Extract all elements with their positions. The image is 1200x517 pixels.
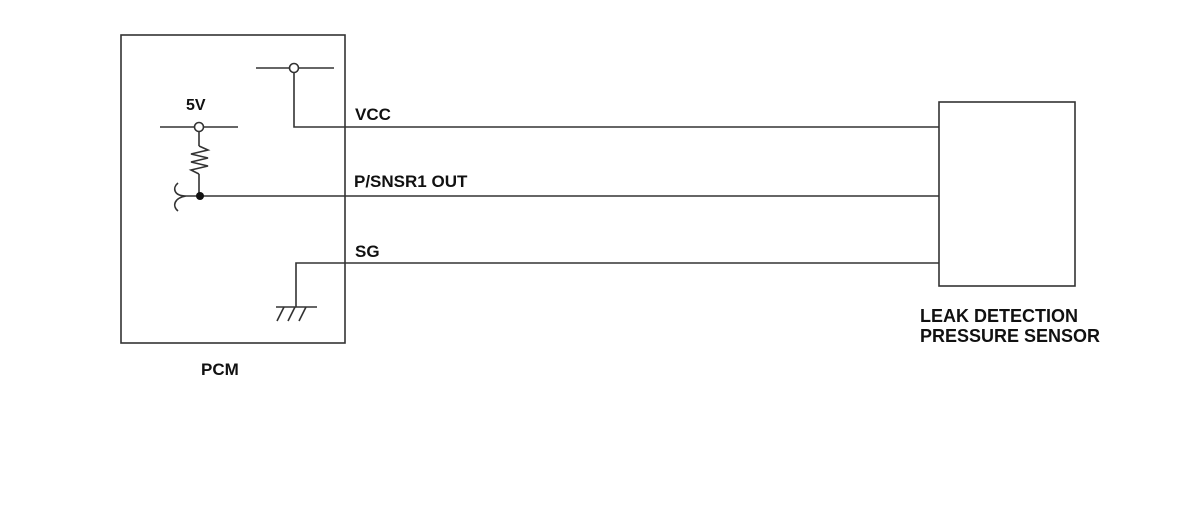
pcm-ground-line [295,262,345,307]
ground-wire-label: SG [355,242,380,261]
resistor-icon [188,145,211,175]
pcm-vcc-drop [293,72,345,128]
signal-wire-label: P/SNSR1 OUT [354,172,468,191]
sensor-box [938,101,1076,287]
pcm-vcc-terminal [288,62,300,74]
ground-icon-hatch-3 [298,306,307,322]
ground-icon-hatch-2 [287,306,296,322]
vcc-wire-label: VCC [355,105,391,124]
junction-dot [196,192,204,200]
sensor-label-line2: PRESSURE SENSOR [920,326,1100,346]
ground-icon-hatch-1 [276,306,285,322]
supply-voltage-label: 5V [186,97,206,114]
pcm-box [120,34,346,344]
pcm-5v-terminal [193,121,205,133]
pcm-signal-input-curve [173,182,199,212]
pcm-label: PCM [201,360,239,379]
sensor-label-line1: LEAK DETECTION [920,306,1078,326]
